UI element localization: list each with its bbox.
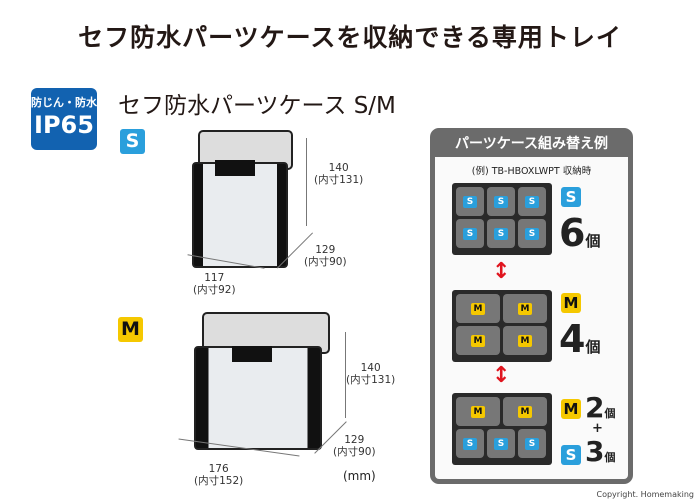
size-m-badge: M: [118, 317, 143, 342]
s-depth: 129(内寸90): [304, 244, 347, 268]
product-subtitle: セフ防水パーツケース S/M: [118, 93, 396, 119]
count-3: 3個: [585, 435, 616, 468]
case-s-image: [190, 130, 300, 270]
m-badge: M: [561, 293, 581, 313]
case-m-image: [192, 312, 337, 452]
panel-example-label: (例) TB-HBOXLWPT 収納時: [471, 166, 592, 177]
s-width: 117(内寸92): [193, 272, 236, 296]
page-title: セフ防水パーツケースを収納できる専用トレイ: [78, 23, 622, 52]
count-2: 2個: [585, 391, 616, 424]
count-6: 6個: [559, 211, 601, 255]
copyright: Copyright. Homemaking: [596, 490, 695, 499]
swap-arrow-icon: ↕: [492, 259, 511, 284]
s-badge: S: [561, 187, 581, 207]
count-4: 4個: [559, 317, 601, 361]
m-width: 176(内寸152): [194, 463, 244, 487]
ip-badge-line1: 防じん・防水: [31, 96, 97, 109]
panel-header: パーツケース組み替え例: [435, 133, 628, 157]
s-badge: S: [561, 445, 581, 465]
unit-label: (mm): [343, 469, 376, 483]
m-badge: M: [561, 399, 581, 419]
m-height: 140(内寸131): [346, 362, 396, 386]
m-depth: 129(内寸90): [333, 434, 376, 458]
ip-badge-line2: IP65: [34, 111, 94, 139]
s-height: 140(内寸131): [314, 162, 364, 186]
ip65-badge: 防じん・防水 IP65: [31, 88, 97, 150]
swap-arrow-icon: ↕: [492, 363, 511, 388]
plus-sign: +: [592, 421, 603, 436]
size-s-badge: S: [120, 129, 145, 154]
